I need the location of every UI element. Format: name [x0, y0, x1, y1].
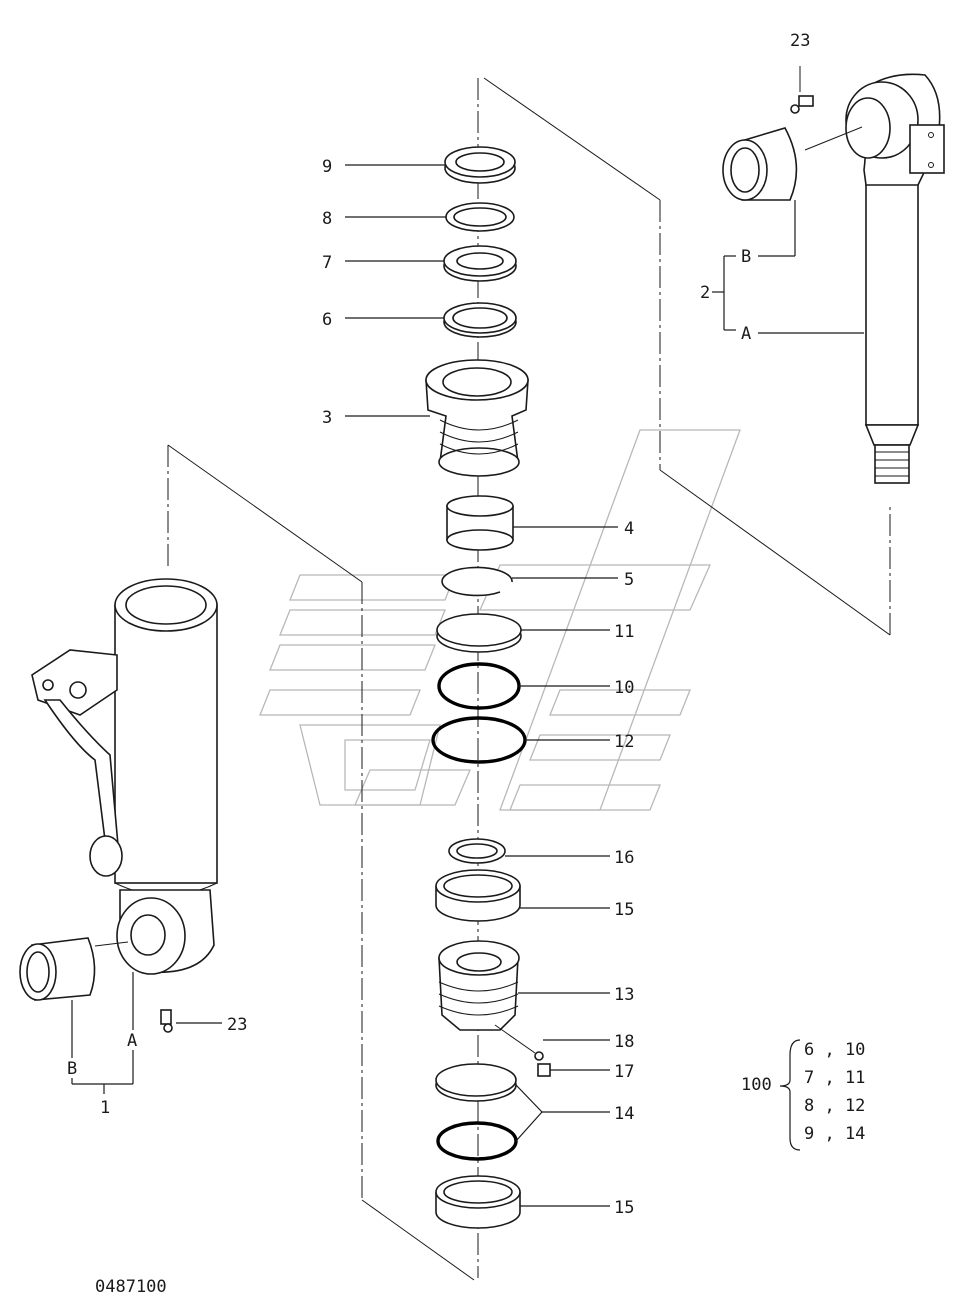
drawing-number: 0487100 [95, 1277, 167, 1297]
part-4-bushing [446, 495, 514, 551]
tube-bushing-drawing [19, 937, 96, 1001]
callout-2-B: B [741, 247, 751, 267]
part-9-dust-seal [444, 146, 516, 184]
watermark-logo [259, 429, 741, 811]
rod-assembly-bracket-lines [483, 77, 891, 636]
callout-15-lower: 15 [614, 1198, 634, 1218]
callout-5: 5 [624, 570, 634, 590]
callout-8: 8 [322, 209, 332, 229]
part-16-washer [448, 838, 506, 864]
kit-brace [779, 1039, 801, 1151]
kit-row-4: 9 , 14 [804, 1124, 865, 1144]
callout-23-bottom: 23 [227, 1015, 247, 1035]
part-15-wear-ring-lower [435, 1175, 521, 1229]
kit-row-3: 8 , 12 [804, 1096, 865, 1116]
callout-1: 1 [100, 1098, 110, 1118]
cylinder-tube-drawing [31, 578, 218, 975]
rod-bushing-drawing [722, 127, 798, 201]
callout-4: 4 [624, 519, 634, 539]
part-12-o-ring [431, 716, 527, 764]
part-14-o-ring [436, 1121, 518, 1161]
callout-17: 17 [614, 1062, 634, 1082]
grease-fitting-bottom-drawing [160, 1009, 173, 1033]
part-14-seal-ring [435, 1063, 517, 1102]
callout-1-B: B [67, 1059, 77, 1079]
callout-10: 10 [614, 678, 634, 698]
callout-6: 6 [322, 310, 332, 330]
part-11-ring [436, 613, 522, 653]
kit-number: 100 [741, 1075, 772, 1095]
part-17-set-screw [537, 1063, 551, 1077]
part-15-wear-ring-upper [435, 869, 521, 922]
callout-1-A: A [127, 1031, 137, 1051]
callout-2: 2 [700, 283, 710, 303]
callout-13: 13 [614, 985, 634, 1005]
part-3-cylinder-head [425, 359, 529, 477]
part-7-rod-seal [443, 245, 517, 282]
callout-9: 9 [322, 157, 332, 177]
callout-12: 12 [614, 732, 634, 752]
callout-leader-lines [176, 164, 618, 1207]
callout-16: 16 [614, 848, 634, 868]
part-8-backup-ring [445, 202, 515, 232]
grease-fitting-top-drawing [790, 66, 814, 114]
part-13-piston [438, 940, 520, 1031]
part-18-ball [494, 1024, 544, 1061]
part-10-o-ring [437, 662, 521, 710]
callout-15-upper: 15 [614, 900, 634, 920]
kit-row-2: 7 , 11 [804, 1068, 865, 1088]
callout-23-top: 23 [790, 31, 810, 51]
callout-11: 11 [614, 622, 634, 642]
part-1-leader [71, 972, 134, 1094]
part-5-snap-ring [441, 566, 513, 597]
piston-rod-drawing [804, 73, 945, 484]
part-2-leader [712, 200, 864, 334]
part-6-buffer-ring [443, 302, 517, 338]
kit-row-1: 6 , 10 [804, 1040, 865, 1060]
callout-14: 14 [614, 1104, 634, 1124]
callout-3: 3 [322, 408, 332, 428]
callout-18: 18 [614, 1032, 634, 1052]
callout-7: 7 [322, 253, 332, 273]
tube-bracket-lines [167, 444, 475, 1281]
callout-2-A: A [741, 324, 751, 344]
